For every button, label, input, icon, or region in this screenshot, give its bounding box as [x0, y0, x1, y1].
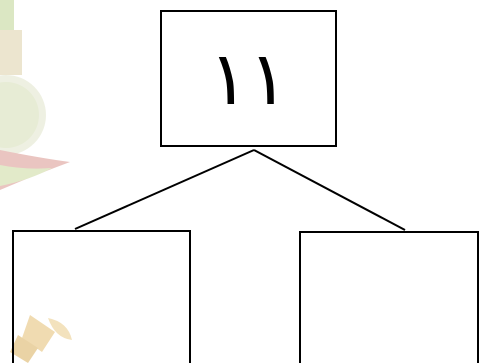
left-child-box[interactable]	[12, 230, 191, 363]
connector-line-right	[254, 150, 405, 230]
left-child-value	[14, 232, 189, 363]
connector-line-left	[75, 150, 254, 229]
top-node-value: ١١	[162, 12, 335, 145]
right-child-box[interactable]	[299, 231, 479, 363]
right-child-value	[301, 233, 477, 363]
top-node-box: ١١	[160, 10, 337, 147]
